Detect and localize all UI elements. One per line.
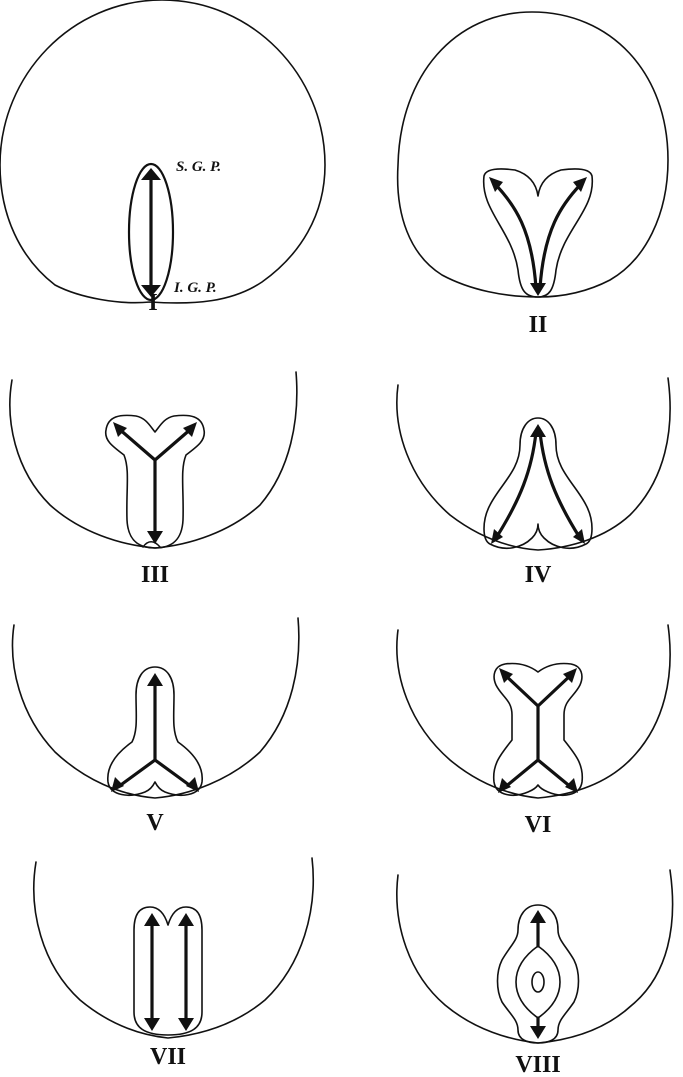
figure-vi-axis	[504, 674, 572, 788]
figure-viii-center-ring	[532, 972, 544, 992]
figure-vi-number: VI	[525, 812, 552, 838]
figure-vii-arrow-tr	[178, 913, 194, 926]
figure-iv: IV	[397, 378, 670, 588]
figure-viii-outline	[397, 870, 673, 1043]
figure-iii-number: III	[141, 562, 169, 588]
figure-v-axis	[118, 680, 192, 787]
figure-v-number: V	[146, 810, 164, 836]
figure-iv-number: IV	[525, 562, 552, 588]
figure-ii-number: II	[529, 312, 548, 338]
figure-vii-outline	[34, 858, 313, 1038]
figure-vi: VI	[397, 625, 670, 838]
figure-vii-arrow-tl	[144, 913, 160, 926]
figure-iv-arrow-top	[530, 424, 546, 437]
figure-i-arrow-top	[141, 168, 161, 180]
figure-ii: II	[398, 12, 668, 338]
figure-ii-arrow-bottom	[530, 283, 546, 296]
figure-iv-axis-left	[496, 432, 536, 538]
figure-v-arrow-top	[147, 673, 163, 686]
figure-vi-outline	[397, 625, 670, 798]
figure-i-outline	[0, 0, 325, 303]
figure-iv-axis-right	[540, 432, 580, 538]
figure-i-label-superior: S. G. P.	[176, 159, 221, 175]
figure-viii-number: VIII	[515, 1052, 560, 1077]
figure-vii-lobe	[134, 907, 202, 1035]
figure-vi-arrow-br	[565, 778, 578, 793]
figure-vii: VII	[34, 858, 313, 1070]
figure-i-label-inferior: I. G. P.	[173, 280, 217, 296]
figure-vii-arrow-bl	[144, 1018, 160, 1031]
figure-viii-arrow-bottom	[530, 1026, 546, 1039]
figure-i: S. G. P. I. G. P. I	[0, 0, 325, 316]
figure-viii-inner-eye	[516, 946, 560, 1018]
figure-vii-number: VII	[150, 1044, 186, 1070]
figure-i-number: I	[148, 290, 157, 316]
figure-ii-axis-left	[495, 184, 536, 288]
figure-v: V	[13, 618, 299, 836]
figure-iv-outline	[397, 378, 670, 550]
figure-iii-axis	[118, 428, 192, 535]
figure-iii: III	[10, 372, 297, 588]
figure-viii-arrow-top	[530, 910, 546, 923]
figure-vii-arrow-br	[178, 1018, 194, 1031]
figure-viii: VIII	[397, 870, 673, 1077]
figure-ii-axis-right	[540, 184, 581, 288]
